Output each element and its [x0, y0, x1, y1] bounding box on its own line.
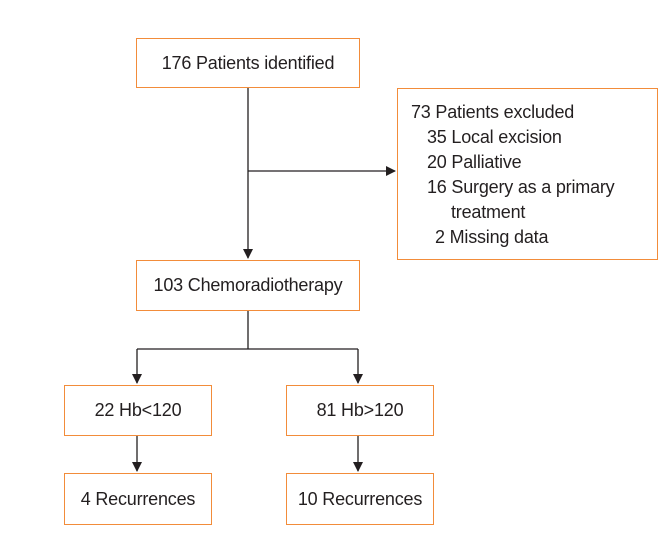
recurrences-low-label: 4 Recurrences — [80, 488, 196, 509]
hb-high-box: 81 Hb>120 — [286, 385, 434, 436]
excluded-item-surgery-continued: treatment — [451, 202, 526, 222]
excluded-item-palliative: 20 Palliative — [427, 152, 522, 172]
excluded-title: 73 Patients excluded — [411, 102, 575, 122]
recurrences-low-box: 4 Recurrences — [64, 473, 212, 525]
patients-identified-box: 176 Patients identified — [136, 38, 360, 88]
patients-excluded-box: 73 Patients excluded 35 Local excision 2… — [397, 88, 658, 260]
recurrences-high-label: 10 Recurrences — [297, 488, 423, 509]
recurrences-high-box: 10 Recurrences — [286, 473, 434, 525]
chemoradiotherapy-label: 103 Chemoradiotherapy — [153, 275, 343, 295]
hb-high-label: 81 Hb>120 — [316, 400, 404, 420]
patients-identified-label: 176 Patients identified — [161, 52, 335, 73]
chemoradiotherapy-box: 103 Chemoradiotherapy — [136, 260, 360, 311]
excluded-item-local-excision: 35 Local excision — [427, 127, 562, 147]
hb-low-box: 22 Hb<120 — [64, 385, 212, 436]
excluded-item-missing-data: 2 Missing data — [435, 227, 549, 247]
excluded-item-surgery: 16 Surgery as a primary — [427, 177, 615, 197]
hb-low-label: 22 Hb<120 — [94, 400, 182, 420]
